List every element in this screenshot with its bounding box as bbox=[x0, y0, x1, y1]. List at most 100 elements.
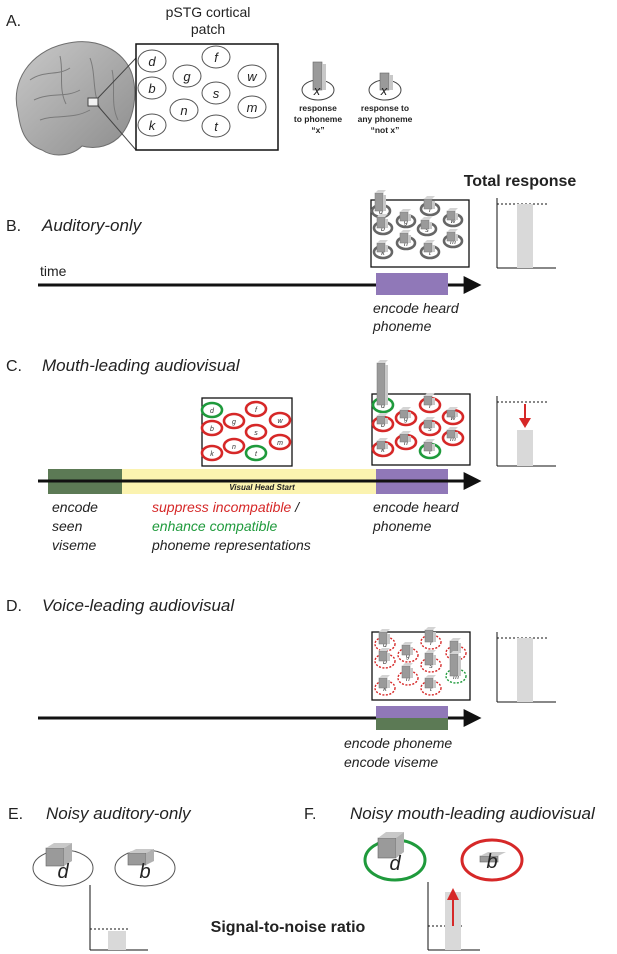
phoneme-ring-c-vis-b: b bbox=[200, 419, 224, 437]
panel-c-letter: C. bbox=[6, 358, 22, 375]
svg-text:w: w bbox=[450, 218, 456, 225]
legend-response-x: x response to phoneme “x” bbox=[294, 61, 342, 135]
svg-text:b: b bbox=[210, 426, 214, 433]
panel-d-letter: D. bbox=[6, 598, 22, 615]
panel-b-letter: B. bbox=[6, 218, 21, 235]
svg-text:k: k bbox=[149, 118, 157, 133]
snr-plot-e bbox=[89, 885, 148, 951]
phoneme-ring-c-vis-f: f bbox=[244, 400, 268, 418]
svg-text:t: t bbox=[214, 119, 219, 134]
phoneme-c-b-bar bbox=[376, 413, 388, 425]
encode-heard-label-b2: phoneme bbox=[372, 318, 432, 334]
svg-text:d: d bbox=[210, 408, 215, 415]
panel-f: F. Noisy mouth-leading audiovisual d b bbox=[304, 804, 596, 951]
svg-text:w: w bbox=[277, 418, 283, 425]
svg-text:s: s bbox=[254, 430, 258, 437]
svg-text:f: f bbox=[255, 407, 258, 414]
phoneme-b-f: b bbox=[486, 851, 497, 873]
panel-d-title: Voice-leading audiovisual bbox=[42, 596, 235, 615]
total-response-bar-b bbox=[517, 204, 533, 268]
svg-text:g: g bbox=[406, 653, 410, 660]
phoneme-c-w-bar bbox=[446, 407, 458, 418]
panel-b: B. Auditory-only time encode heard phone… bbox=[6, 190, 556, 334]
panel-c-title: Mouth-leading audiovisual bbox=[42, 356, 241, 375]
panel-f-title: Noisy mouth-leading audiovisual bbox=[350, 804, 596, 823]
svg-text:n: n bbox=[180, 103, 187, 118]
svg-text:f: f bbox=[430, 640, 433, 647]
phoneme-b-b-bar bbox=[376, 214, 388, 229]
phoneme-d-s-bar bbox=[424, 650, 436, 666]
phoneme-d-f-bar bbox=[424, 627, 436, 643]
panel-a-letter: A. bbox=[6, 13, 21, 30]
phoneme-b-g-bar bbox=[399, 209, 411, 222]
svg-text:f: f bbox=[429, 207, 432, 214]
phoneme-b-e: b bbox=[139, 861, 150, 883]
total-response-c bbox=[496, 396, 556, 467]
panel-b-title: Auditory-only bbox=[41, 216, 143, 235]
phoneme-k: k bbox=[137, 113, 167, 137]
phoneme-d-f: d bbox=[389, 853, 401, 875]
svg-text:s: s bbox=[428, 426, 432, 433]
patch-title-line2: patch bbox=[191, 21, 225, 37]
encode-seen-label-3: viseme bbox=[52, 537, 97, 553]
svg-text:t: t bbox=[430, 686, 433, 693]
svg-text:s: s bbox=[429, 663, 433, 670]
panel-e: E. Noisy auditory-only d b bbox=[8, 804, 192, 951]
phoneme-d-t-bar bbox=[424, 675, 436, 689]
phoneme-d-k-bar bbox=[378, 675, 390, 689]
phoneme-d-d-bar bbox=[378, 629, 390, 645]
phoneme-c-n-bar bbox=[399, 431, 411, 443]
svg-text:k: k bbox=[381, 447, 385, 454]
encode-heard-label-c2: phoneme bbox=[372, 518, 432, 534]
svg-text:any phoneme: any phoneme bbox=[358, 114, 413, 124]
snr-plot-f bbox=[427, 882, 480, 951]
encode-heard-label-c1: encode heard bbox=[373, 499, 460, 515]
phoneme-b-t-bar bbox=[423, 240, 435, 253]
total-response-d bbox=[496, 632, 556, 703]
svg-text:“not x”: “not x” bbox=[371, 125, 400, 135]
encode-heard-label-b1: encode heard bbox=[373, 300, 460, 316]
svg-text:x: x bbox=[313, 83, 321, 98]
phoneme-ring-c-vis-g: g bbox=[222, 412, 246, 430]
svg-text:t: t bbox=[429, 250, 432, 257]
phoneme-c-d-bar bbox=[376, 360, 388, 406]
phoneme-d-g-bar bbox=[401, 642, 413, 656]
svg-text:d: d bbox=[383, 642, 388, 649]
phoneme-b: b bbox=[137, 76, 167, 100]
svg-text:n: n bbox=[404, 440, 408, 447]
phoneme-ring-c-vis-k: k bbox=[200, 444, 224, 462]
panel-e-letter: E. bbox=[8, 806, 23, 823]
brain-illustration bbox=[15, 41, 137, 156]
svg-text:s: s bbox=[213, 86, 220, 101]
svg-text:k: k bbox=[381, 250, 385, 257]
svg-text:f: f bbox=[429, 403, 432, 410]
encode-phoneme-label-d: encode phoneme bbox=[344, 735, 452, 751]
total-response-heading: Total response bbox=[464, 173, 577, 190]
phoneme-ring-c-vis-w: w bbox=[268, 411, 292, 429]
phoneme-d-n-bar bbox=[401, 663, 413, 679]
svg-text:n: n bbox=[232, 444, 236, 451]
svg-text:d: d bbox=[148, 54, 156, 69]
panel-d: D. Voice-leading audiovisual dfgwbsnmkt … bbox=[6, 596, 556, 770]
phoneme-b-d-bar bbox=[374, 190, 386, 212]
phoneme-b-k-bar bbox=[376, 240, 388, 253]
phoneme-ring-c-vis-m: m bbox=[268, 433, 292, 451]
svg-text:n: n bbox=[404, 241, 408, 248]
phoneme-representations-text: phoneme representations bbox=[151, 537, 311, 553]
slash-text: / bbox=[291, 499, 301, 515]
svg-text:response to: response to bbox=[361, 103, 409, 113]
svg-text:m: m bbox=[450, 239, 456, 246]
svg-text:m: m bbox=[450, 436, 456, 443]
phoneme-d-w-bar bbox=[449, 638, 461, 654]
svg-text:to phoneme: to phoneme bbox=[294, 114, 342, 124]
svg-text:d: d bbox=[379, 209, 384, 216]
snr-bar-e bbox=[108, 931, 126, 950]
svg-text:s: s bbox=[425, 227, 429, 234]
svg-text:g: g bbox=[404, 416, 408, 423]
total-response-b bbox=[496, 198, 556, 269]
svg-text:g: g bbox=[404, 219, 408, 226]
svg-text:b: b bbox=[381, 226, 385, 233]
